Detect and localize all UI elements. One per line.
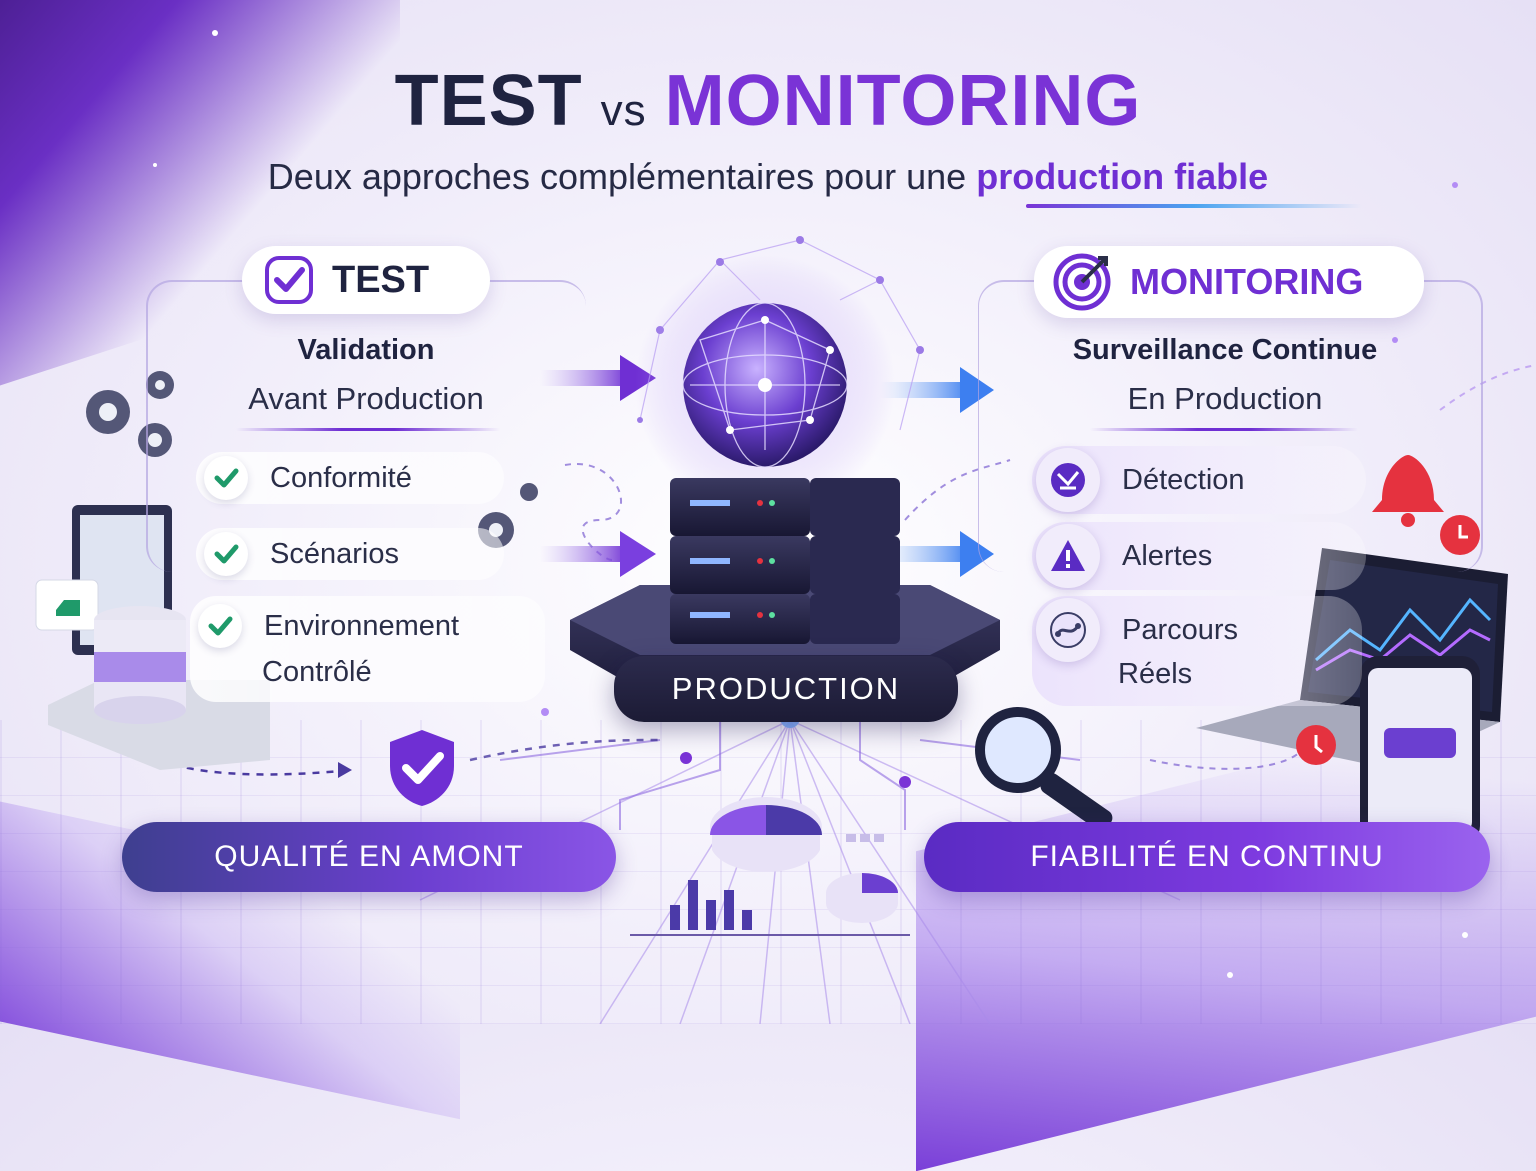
test-item-environnement: Environnement	[198, 604, 459, 648]
monitoring-chip: MONITORING	[1034, 246, 1424, 318]
title-vs: vs	[600, 86, 647, 135]
monitoring-heading-underline	[1090, 428, 1358, 431]
radar-icon	[1036, 448, 1100, 512]
shield-check-icon	[390, 730, 454, 806]
monitoring-item-label: Parcours	[1122, 613, 1239, 646]
title-test: TEST	[394, 61, 583, 141]
check-icon	[204, 456, 248, 500]
test-heading: Validation Avant Production	[186, 334, 546, 417]
monitoring-chip-label: MONITORING	[1130, 261, 1364, 302]
monitoring-item-reels: Réels	[1118, 658, 1192, 691]
quality-upstream-button[interactable]: QUALITÉ EN AMONT	[122, 822, 616, 892]
connector-lines	[35, 182, 1536, 1024]
test-item-conformite: Conformité	[196, 452, 504, 504]
target-icon	[1053, 253, 1111, 311]
subtitle-highlight: production fiable	[976, 156, 1269, 197]
monitoring-item-alertes: Alertes	[1032, 522, 1366, 590]
monitoring-heading-subtitle: En Production	[1127, 381, 1323, 416]
test-item-label: Contrôlé	[262, 656, 372, 688]
subtitle-text: Deux approches complémentaires pour une	[267, 156, 977, 197]
test-item-label: Scénarios	[270, 537, 399, 570]
route-icon	[1036, 598, 1100, 662]
monitoring-item-label: Détection	[1122, 463, 1245, 496]
test-chip-label: TEST	[332, 258, 430, 301]
monitoring-item-label: Réels	[1118, 658, 1193, 690]
test-heading-title: Validation	[297, 334, 435, 366]
check-icon	[198, 604, 242, 648]
test-item-label: Environnement	[264, 609, 460, 642]
test-item-environnement-bg	[190, 596, 545, 702]
subtitle: Deux approches complémentaires pour une …	[0, 156, 1536, 198]
check-icon	[204, 532, 248, 576]
check-icon	[265, 256, 313, 304]
monitoring-heading: Surveillance Continue En Production	[1010, 334, 1440, 417]
title-monitoring: MONITORING	[664, 61, 1142, 141]
test-heading-subtitle: Avant Production	[248, 381, 484, 416]
monitoring-heading-title: Surveillance Continue	[1072, 334, 1378, 366]
production-label: PRODUCTION	[614, 656, 958, 722]
test-item-label: Conformité	[270, 461, 412, 494]
test-heading-underline	[236, 428, 500, 431]
reliability-continuous-button[interactable]: FIABILITÉ EN CONTINU	[924, 822, 1490, 892]
monitoring-item-parcours: Parcours	[1036, 598, 1238, 662]
test-chip: TEST	[242, 246, 490, 314]
page-title: TEST vs MONITORING	[0, 60, 1536, 142]
test-item-scenarios: Scénarios	[196, 528, 504, 580]
subtitle-underline	[1026, 204, 1362, 208]
test-item-controle: Contrôlé	[262, 656, 372, 689]
warning-icon	[1036, 524, 1100, 588]
monitoring-item-detection: Détection	[1032, 446, 1366, 514]
monitoring-item-label: Alertes	[1122, 539, 1213, 572]
